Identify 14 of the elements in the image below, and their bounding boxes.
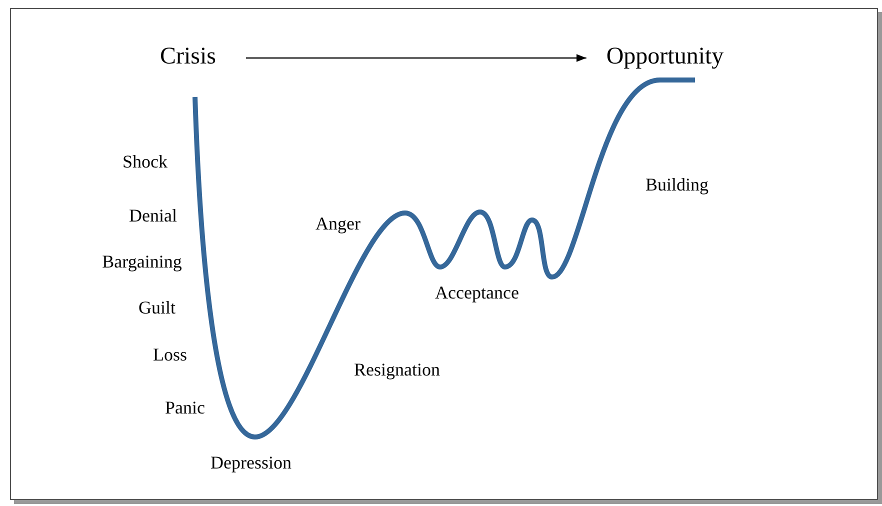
- stage-label: Bargaining: [102, 252, 182, 272]
- stage-label: Guilt: [138, 298, 176, 318]
- stage-label: Depression: [210, 452, 292, 474]
- stage-label: Denial: [129, 206, 177, 226]
- stage-label: Panic: [165, 398, 205, 418]
- stage-heading: Crisis: [160, 44, 216, 70]
- arrow: [246, 54, 586, 62]
- stage-heading: Opportunity: [606, 44, 724, 70]
- stage-label: Anger: [316, 214, 360, 234]
- stage-label: Building: [646, 174, 708, 196]
- stage-label: Shock: [122, 152, 168, 172]
- stage-label: Acceptance: [435, 282, 519, 304]
- stage-label: Resignation: [354, 360, 440, 380]
- stage-label: Loss: [153, 344, 187, 366]
